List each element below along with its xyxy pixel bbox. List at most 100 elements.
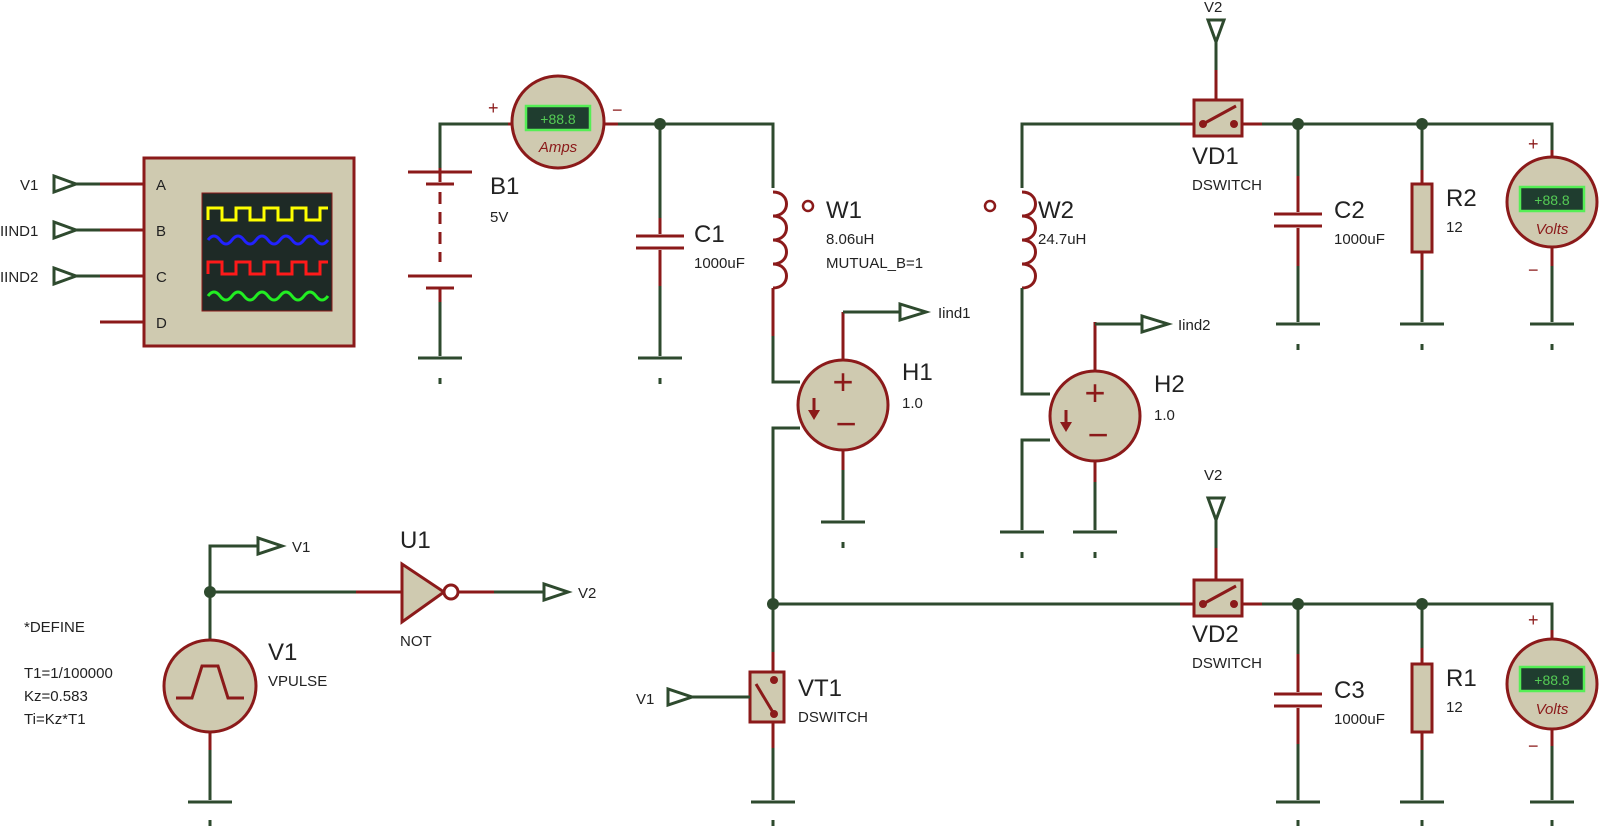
ground-h2-left [1000,530,1044,558]
scope-channel-d: D [156,315,167,332]
ammeter-minus: − [612,100,623,120]
svg-text:−: − [1087,414,1108,455]
ground-r2 [1400,322,1444,350]
ground-volt1 [1530,322,1574,350]
inductor-w1[interactable] [771,190,815,336]
ground-c2 [1276,322,1320,350]
r2-label: R2 [1446,185,1477,212]
ground-v1 [188,800,232,826]
svg-text:V2: V2 [1204,0,1222,16]
w1-label: W1 [826,197,862,224]
vd2-value: DSWITCH [1192,655,1262,672]
svg-text:Iind1: Iind1 [938,305,971,322]
ground-b1 [418,356,462,384]
b1-value: 5V [490,209,508,226]
scope-trace-a [206,206,328,222]
ground-volt2 [1530,800,1574,826]
capacitor-c1[interactable] [636,218,684,356]
define-header: *DEFINE [24,619,85,636]
switch-vd1[interactable] [1180,98,1262,138]
oscilloscope[interactable]: A B C D [100,156,356,348]
svg-text:IIND2: IIND2 [0,269,38,286]
define-kz: Kz=0.583 [24,688,88,705]
svg-text:−: − [835,403,856,444]
switch-vd2[interactable] [1180,578,1262,618]
ground-vt1 [751,800,795,826]
terminal-iind1[interactable]: Iind1 [898,301,971,323]
terminal-v2-mid[interactable]: V2 [1204,467,1227,580]
voltmeter-2[interactable]: +88.8 Volts + − [1505,610,1599,756]
scope-channel-c: C [156,269,167,286]
ground-h1 [821,520,865,548]
terminal-v2-not[interactable]: V2 [542,581,596,603]
terminal-iind2[interactable]: Iind2 [1140,313,1211,335]
b1-label: B1 [490,173,519,200]
svg-text:V1: V1 [292,539,310,556]
c2-label: C2 [1334,197,1365,224]
scope-terminal-v1[interactable]: V1 [20,173,100,195]
capacitor-c2[interactable] [1274,124,1322,322]
svg-text:+: + [1528,134,1539,154]
scope-trace-d [206,290,330,302]
v1-value: VPULSE [268,673,327,690]
resistor-r2[interactable] [1410,124,1434,322]
capacitor-c3[interactable] [1274,604,1322,800]
battery-b1[interactable] [408,168,472,356]
inductor-w2[interactable] [983,190,1037,290]
svg-text:+88.8: +88.8 [1534,672,1570,688]
svg-text:V1: V1 [20,177,38,194]
svg-text:+88.8: +88.8 [1534,192,1570,208]
switch-vt1[interactable] [748,652,786,748]
ammeter[interactable]: +88.8 Amps + − [488,74,623,170]
scope-channel-b: B [156,223,166,240]
scope-terminal-iind1[interactable]: IIND1 [0,219,100,241]
w2-label: W2 [1038,197,1074,224]
define-t1: T1=1/100000 [24,665,113,682]
u1-label: U1 [400,527,431,554]
terminal-v1-gen[interactable]: V1 [256,535,310,557]
r2-value: 12 [1446,219,1463,236]
svg-text:−: − [1528,260,1539,280]
ground-r1 [1400,800,1444,826]
terminal-v1-vt1[interactable]: V1 [636,686,750,708]
svg-text:IIND1: IIND1 [0,223,38,240]
source-h2[interactable]: + − [1048,322,1142,482]
voltmeter-1[interactable]: +88.8 Volts + − [1505,134,1599,280]
u1-value: NOT [400,633,432,650]
h1-label: H1 [902,359,933,386]
svg-text:Volts: Volts [1536,701,1569,718]
svg-text:Iind2: Iind2 [1178,317,1211,334]
pulse-source-v1[interactable] [162,638,258,750]
source-h1[interactable]: + − [796,312,890,470]
c1-value: 1000uF [694,255,745,272]
c2-value: 1000uF [1334,231,1385,248]
scope-terminal-iind2[interactable]: IIND2 [0,265,100,287]
scope-trace-b [206,234,330,246]
c3-value: 1000uF [1334,711,1385,728]
svg-text:V2: V2 [578,585,596,602]
c3-label: C3 [1334,677,1365,704]
svg-text:+: + [832,361,853,402]
svg-text:Volts: Volts [1536,221,1569,238]
vd2-label: VD2 [1192,621,1239,648]
ammeter-display: +88.8 [540,111,576,127]
w1-extra: MUTUAL_B=1 [826,255,923,272]
terminal-v2-top[interactable]: V2 [1204,0,1227,100]
ground-c1 [638,356,682,384]
svg-text:−: − [1528,736,1539,756]
resistor-r1[interactable] [1410,604,1434,800]
scope-trace-c [206,260,328,276]
c1-label: C1 [694,221,725,248]
w2-value: 24.7uH [1038,231,1086,248]
r1-value: 12 [1446,699,1463,716]
vd1-label: VD1 [1192,143,1239,170]
svg-text:+: + [1528,610,1539,630]
ground-c3 [1276,800,1320,826]
not-gate-u1[interactable] [356,561,494,625]
vd1-value: DSWITCH [1192,177,1262,194]
v1-label: V1 [268,639,297,666]
svg-text:V1: V1 [636,691,654,708]
vt1-label: VT1 [798,675,842,702]
r1-label: R1 [1446,665,1477,692]
